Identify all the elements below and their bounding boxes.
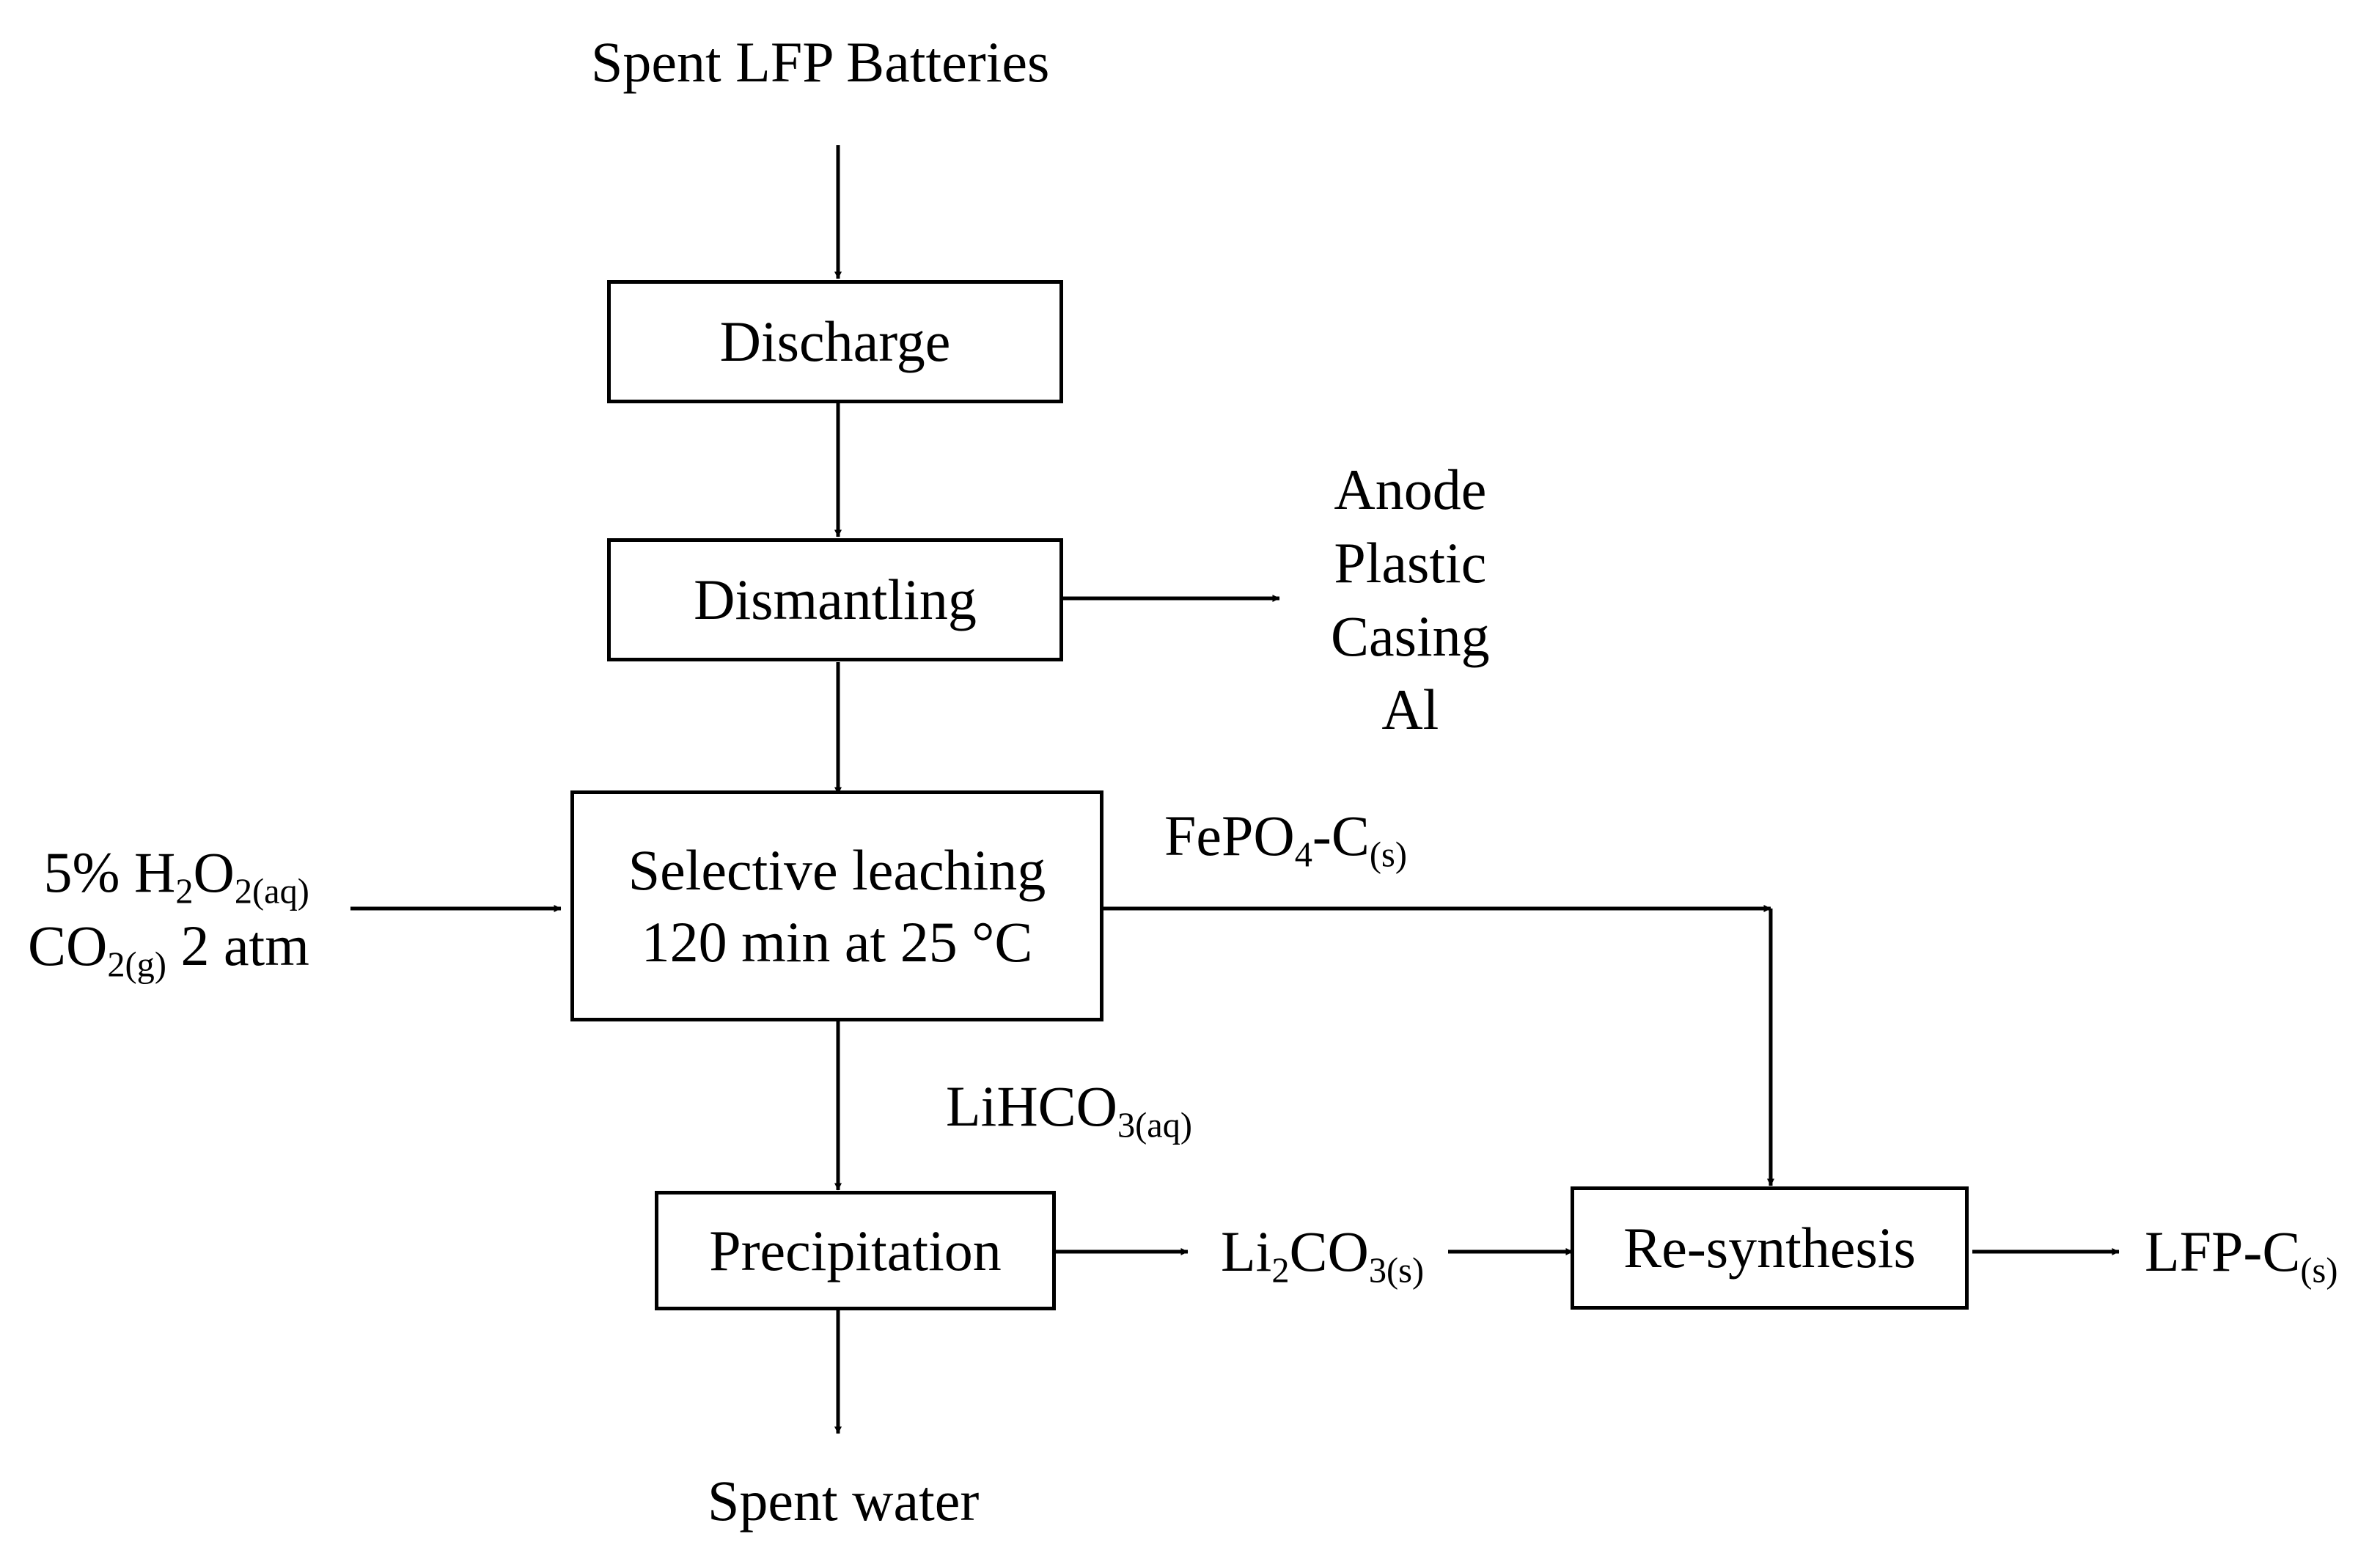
- resynthesis-box: Re-synthesis: [1571, 1186, 1969, 1310]
- dismantling-box: Dismantling: [607, 538, 1063, 661]
- output-casing: Casing: [1331, 604, 1490, 668]
- precipitation-box: Precipitation: [655, 1191, 1056, 1310]
- leaching-box: Selective leaching 120 min at 25 °C: [570, 790, 1103, 1021]
- dismantling-outputs: Anode Plastic Casing Al: [1331, 453, 1490, 746]
- output-al: Al: [1381, 678, 1439, 741]
- resynthesis-label: Re-synthesis: [1623, 1216, 1916, 1280]
- lfp-product-label: LFP-C(s): [2145, 1219, 2338, 1291]
- spent-water-label: Spent water: [708, 1469, 980, 1533]
- lihco3-label: LiHCO3(aq): [946, 1074, 1193, 1145]
- leaching-label-line1: Selective leaching: [628, 838, 1046, 902]
- dismantling-label: Dismantling: [694, 568, 977, 632]
- output-plastic: Plastic: [1334, 531, 1487, 595]
- discharge-label: Discharge: [719, 309, 951, 374]
- li2co3-label: Li2CO3(s): [1221, 1219, 1425, 1291]
- fepo4-label: FePO4-C(s): [1164, 804, 1407, 875]
- reagents-label: 5% H2O2(aq) CO2(g) 2 atm: [28, 836, 309, 983]
- discharge-box: Discharge: [607, 280, 1063, 403]
- reagent-co2: CO2(g) 2 atm: [28, 914, 309, 985]
- input-label: Spent LFP Batteries: [591, 30, 1050, 94]
- leaching-label-line2: 120 min at 25 °C: [641, 909, 1033, 974]
- reagent-h2o2: 5% H2O2(aq): [43, 840, 309, 911]
- output-anode: Anode: [1334, 458, 1487, 521]
- precipitation-label: Precipitation: [709, 1218, 1002, 1282]
